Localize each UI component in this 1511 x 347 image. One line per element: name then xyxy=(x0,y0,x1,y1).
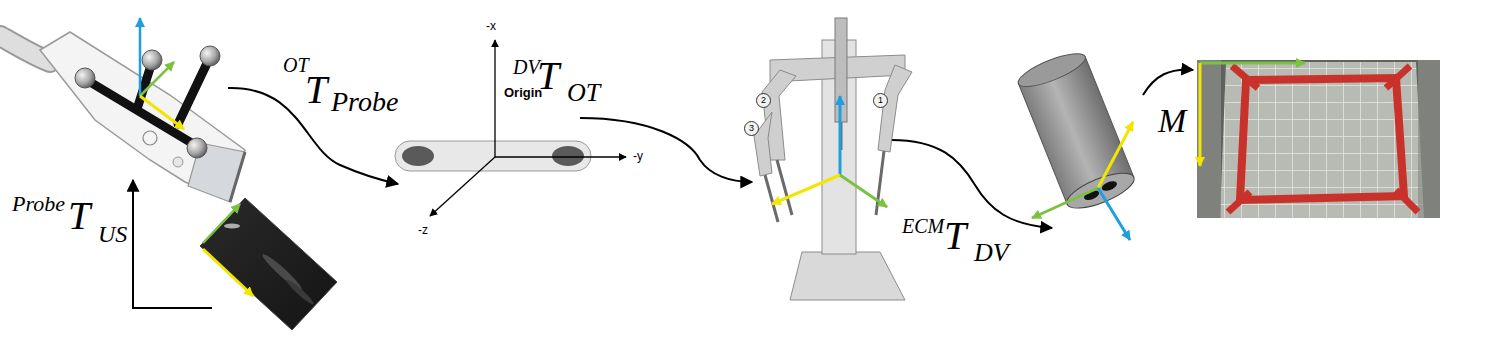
image-frame xyxy=(1197,60,1440,218)
axis-arrow xyxy=(140,62,174,96)
axis-label: -x xyxy=(486,20,496,32)
arm-number: 3 xyxy=(744,121,759,136)
robot-base xyxy=(790,252,905,300)
endoscope xyxy=(1015,47,1139,240)
transform-symbol: T xyxy=(944,216,966,256)
tracker-camera xyxy=(402,146,434,166)
probe-tip xyxy=(230,152,245,202)
ultrasound-frame xyxy=(200,198,337,330)
axis-arrow xyxy=(140,96,184,129)
echo-spot xyxy=(224,224,240,229)
axis-arrow xyxy=(203,204,240,243)
axis-arrow xyxy=(203,249,253,296)
red-frame-leg xyxy=(1228,66,1418,212)
red-frame xyxy=(1240,78,1404,200)
transform-symbol: T xyxy=(305,70,327,110)
transform-arrow xyxy=(1143,70,1193,95)
marker-bar xyxy=(178,57,210,124)
marker-sphere xyxy=(75,68,95,88)
axis-arrow xyxy=(1032,188,1098,218)
transform-arrow xyxy=(133,180,212,308)
transform-arrow xyxy=(580,118,752,182)
marker-sphere xyxy=(187,138,207,158)
axis-arrow xyxy=(1200,62,1305,65)
robot-arm xyxy=(878,65,912,152)
transform-arrow xyxy=(885,140,1052,228)
ultrasound-image xyxy=(200,198,337,330)
transform-superscript: DV xyxy=(513,57,540,77)
arm-number: 1 xyxy=(873,93,888,108)
transform-subscript: US xyxy=(98,222,127,246)
axis-arrow xyxy=(494,40,495,157)
axis-label: -z xyxy=(418,224,428,236)
tracker-bar xyxy=(395,141,591,171)
axis-arrow xyxy=(839,96,842,175)
arm-number: 2 xyxy=(756,93,771,108)
axis-arrow xyxy=(430,157,495,216)
axis-arrow xyxy=(1199,63,1202,166)
axis-arrow xyxy=(772,175,840,204)
axis-arrow xyxy=(1098,122,1133,188)
axis-arrow xyxy=(495,156,626,157)
ultrasound-probe xyxy=(0,18,245,202)
probe-logo xyxy=(143,131,157,145)
marker-sphere xyxy=(200,46,220,66)
transform-subscript: Probe xyxy=(331,88,398,116)
mapping-label: M xyxy=(1158,104,1186,138)
grid-phantom xyxy=(1220,62,1424,218)
echo-band xyxy=(285,278,316,307)
axis-arrow xyxy=(1098,188,1130,240)
surgical-robot xyxy=(754,18,912,300)
transform-superscript: ECM xyxy=(902,216,944,236)
camera-image xyxy=(1197,60,1440,218)
axis-label: -y xyxy=(633,150,643,162)
transform-superscript: OT xyxy=(283,55,309,75)
optical-tracker xyxy=(395,40,626,216)
endoscope-top xyxy=(1015,47,1089,93)
image-side xyxy=(1197,60,1221,218)
transform-subscript: DV xyxy=(974,240,1009,266)
origin-label: Origin xyxy=(504,86,542,99)
transform-symbol: T xyxy=(537,56,559,96)
instrument-shaft xyxy=(777,160,792,215)
axis-arrow xyxy=(139,18,142,96)
robot-arm xyxy=(754,112,772,176)
transform-symbol: T xyxy=(68,196,90,236)
instrument-shaft xyxy=(765,175,778,222)
transform-superscript: Probe xyxy=(12,193,65,215)
probe-button xyxy=(173,157,183,167)
marker-sphere xyxy=(142,50,162,70)
transform-subscript: OT xyxy=(567,80,600,106)
image-side xyxy=(1418,60,1440,218)
tracker-camera xyxy=(552,146,584,166)
axis-arrow xyxy=(840,175,887,207)
